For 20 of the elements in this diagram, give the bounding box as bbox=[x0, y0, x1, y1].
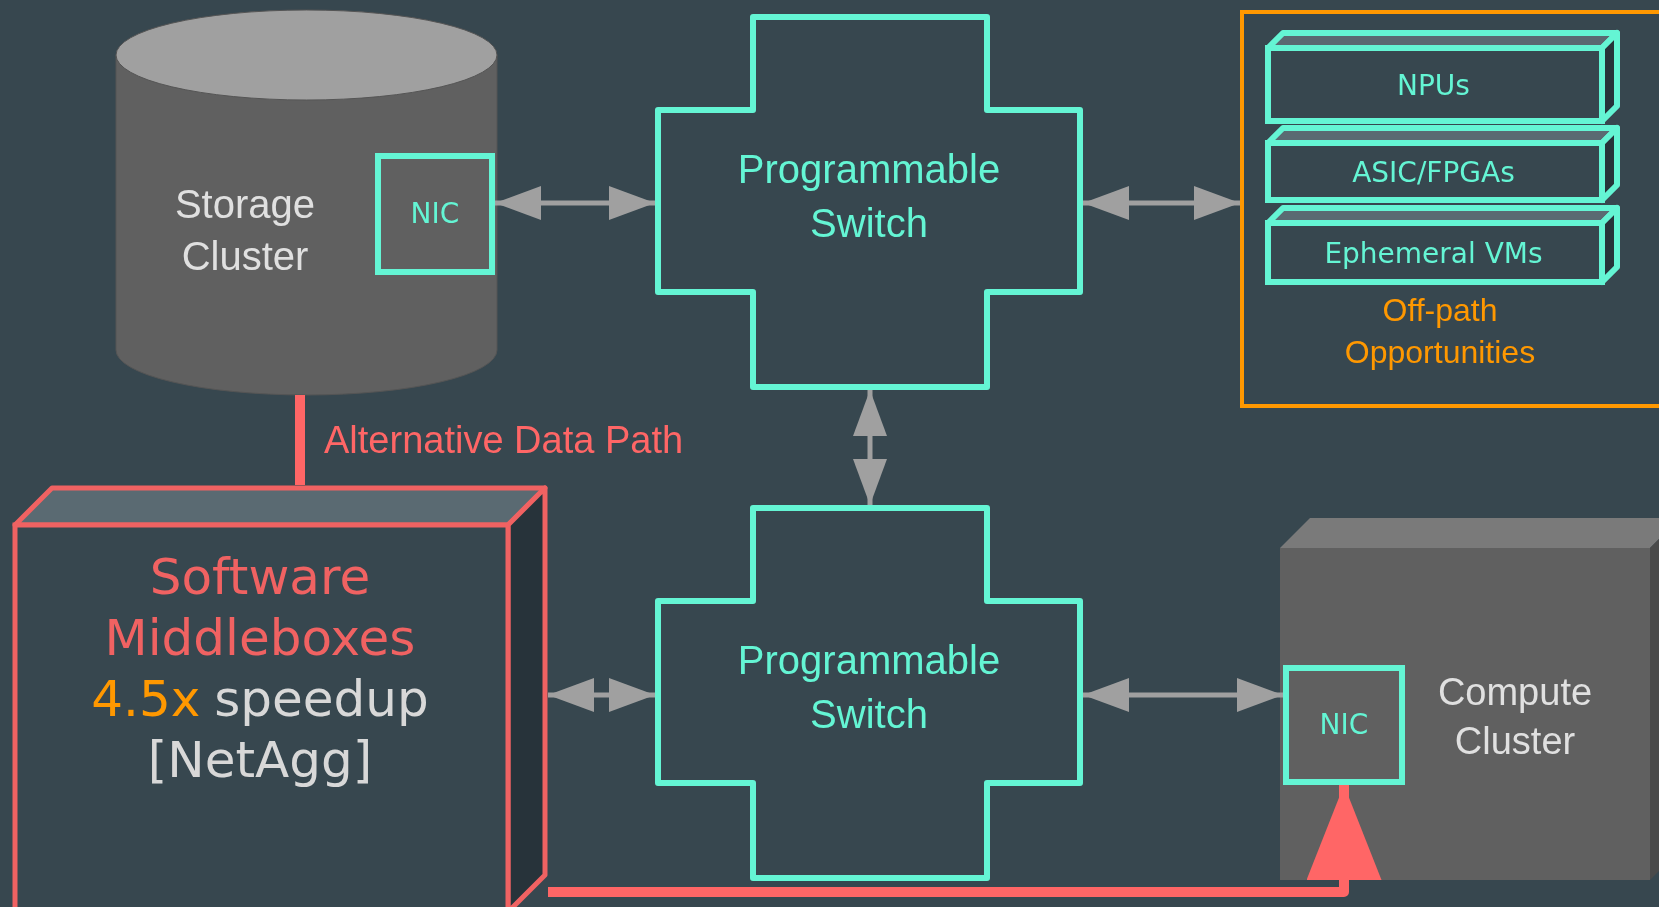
node-label: Programmable Switch bbox=[736, 146, 1002, 247]
node-label: Storage Cluster bbox=[173, 181, 317, 280]
link-arrow bbox=[1083, 678, 1283, 712]
speedup-label: speedup bbox=[214, 669, 429, 730]
link-arrow bbox=[853, 390, 887, 505]
node-label: NIC bbox=[410, 196, 460, 232]
node-label: NIC bbox=[1319, 707, 1369, 743]
data-path-arrow bbox=[548, 785, 1382, 897]
node-label: Programmable Switch bbox=[736, 637, 1002, 738]
link-arrow bbox=[1083, 186, 1240, 220]
speedup-value: 4.5x bbox=[91, 669, 201, 730]
link-arrow bbox=[548, 678, 655, 712]
node-label: NPUs bbox=[1397, 68, 1470, 104]
node-label: Compute Cluster bbox=[1436, 670, 1594, 765]
node-label: Software Middleboxes bbox=[103, 547, 417, 669]
link-arrow bbox=[495, 186, 655, 220]
node-label: Ephemeral VMs bbox=[1324, 236, 1543, 272]
node-label: ASIC/FPGAs bbox=[1352, 155, 1515, 191]
citation-text: [NetAgg] bbox=[147, 730, 373, 791]
group-label: Off-path Opportunities bbox=[1343, 291, 1537, 372]
